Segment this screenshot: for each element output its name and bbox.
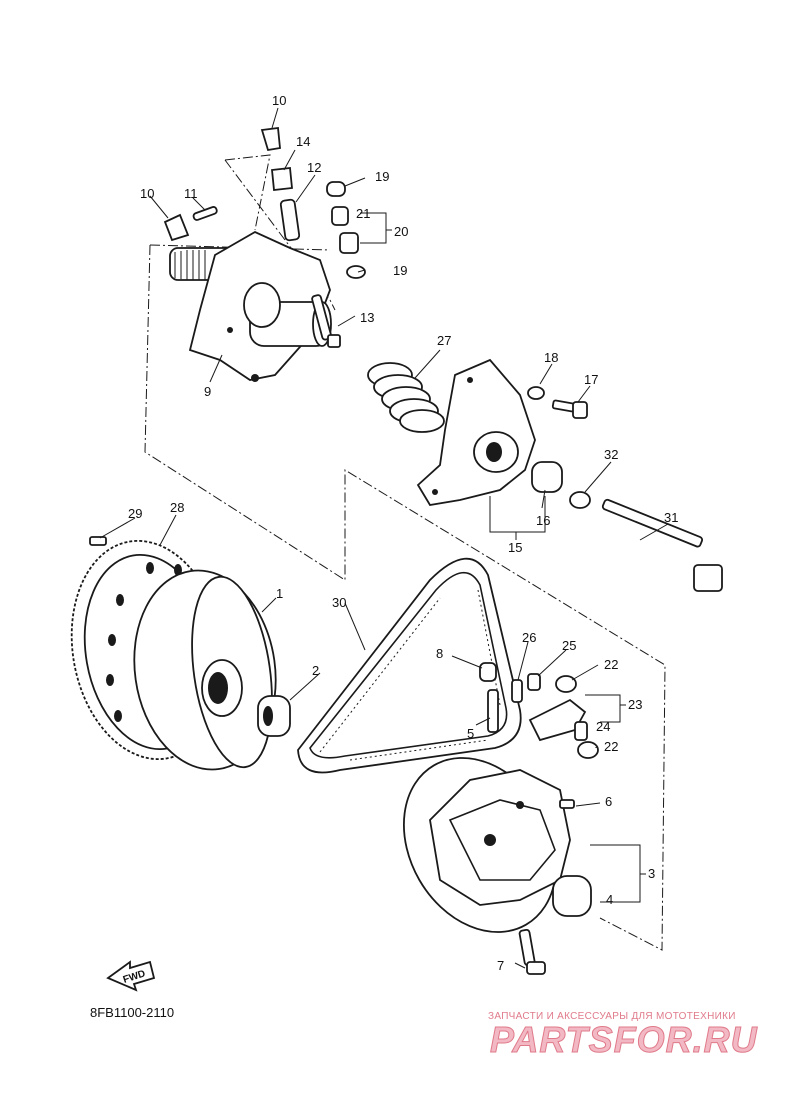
label-13: 13 [360, 310, 374, 325]
label-22-top: 22 [604, 657, 618, 672]
watermark-brand: PARTSFOR.RU [490, 1019, 758, 1060]
label-26: 26 [522, 630, 536, 645]
label-15: 15 [508, 540, 522, 555]
label-20: 20 [394, 224, 408, 239]
label-19-bottom: 19 [393, 263, 407, 278]
label-25: 25 [562, 638, 576, 653]
spring-part [367, 362, 445, 433]
label-4: 4 [606, 892, 613, 907]
label-2: 2 [312, 663, 319, 678]
label-22-bottom: 22 [604, 739, 618, 754]
label-23: 23 [628, 697, 642, 712]
label-29: 29 [128, 506, 142, 521]
bolt-parts [527, 386, 723, 592]
label-6: 6 [605, 794, 612, 809]
label-32: 32 [604, 447, 618, 462]
bushing-part [257, 695, 291, 737]
label-12: 12 [307, 160, 321, 175]
label-10-top: 10 [272, 93, 286, 108]
cover-plate-part [416, 358, 563, 506]
label-3: 3 [648, 866, 655, 881]
label-17: 17 [584, 372, 598, 387]
watermark: ЗАПЧАСТИ И АКСЕССУАРЫ ДЛЯ МОТОТЕХНИКИ PA… [488, 1011, 758, 1061]
label-30: 30 [332, 595, 346, 610]
diagram-code: 8FB1100-2110 [90, 1005, 174, 1020]
label-14: 14 [296, 134, 310, 149]
watermark-tagline: ЗАПЧАСТИ И АКСЕССУАРЫ ДЛЯ МОТОТЕХНИКИ [488, 1011, 736, 1022]
label-31: 31 [664, 510, 678, 525]
label-9: 9 [204, 384, 211, 399]
fwd-arrow-icon: FWD [106, 960, 156, 992]
upper-small-parts [163, 126, 366, 348]
label-28: 28 [170, 500, 184, 515]
label-24: 24 [596, 719, 610, 734]
clutch-spider-part [169, 230, 332, 382]
weight-and-slider-parts [479, 662, 599, 809]
label-10-left: 10 [140, 186, 154, 201]
movable-sheave-part [403, 757, 592, 975]
part-labels: 10 14 12 10 11 19 21 20 19 13 9 27 18 17… [128, 93, 678, 973]
label-18: 18 [544, 350, 558, 365]
fixed-sheave-part [133, 569, 277, 771]
grouping-brackets [360, 212, 646, 903]
label-1: 1 [276, 586, 283, 601]
label-19-top: 19 [375, 169, 389, 184]
label-21: 21 [356, 206, 370, 221]
label-11: 11 [184, 186, 198, 201]
v-belt-part [297, 557, 522, 774]
label-16: 16 [536, 513, 550, 528]
leader-lines [99, 107, 669, 969]
label-27: 27 [437, 333, 451, 348]
label-7: 7 [497, 958, 504, 973]
label-5: 5 [467, 726, 474, 741]
label-8: 8 [436, 646, 443, 661]
